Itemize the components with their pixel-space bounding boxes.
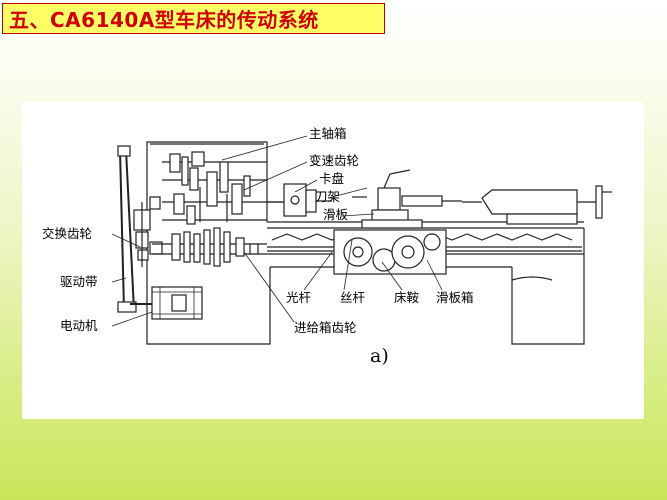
title-box: 五、CA6140A型车床的传动系统 [2, 3, 385, 34]
label-motor: 电动机 [60, 318, 98, 333]
label-bed-saddle: 床鞍 [394, 290, 419, 305]
tool-post [352, 169, 462, 229]
label-spindle-box: 主轴箱 [309, 126, 347, 141]
change-gear-group [133, 196, 163, 267]
apron-box [333, 229, 447, 275]
page-title: 五、CA6140A型车床的传动系统 [9, 8, 319, 32]
label-lead-screw: 丝杆 [340, 290, 366, 305]
drive-belt [117, 145, 137, 313]
label-apron: 滑板箱 [436, 290, 474, 305]
label-speed-gear: 变速齿轮 [309, 153, 359, 168]
spindle-box-gears [162, 151, 282, 225]
lathe-transmission-diagram: 主轴箱 变速齿轮 卡盘 刀架 滑板 交换齿轮 驱动带 电动机 光杆 丝杆 床鞍 … [42, 126, 612, 367]
figure-caption: a) [370, 345, 389, 367]
label-change-gear: 交换齿轮 [42, 226, 92, 241]
feed-box-gears [152, 227, 267, 267]
label-chuck: 卡盘 [319, 171, 344, 186]
label-tool-post: 刀架 [315, 189, 340, 204]
label-slide: 滑板 [323, 207, 349, 222]
label-feed-rod: 光杆 [286, 290, 312, 305]
chuck [267, 183, 332, 217]
label-belt: 驱动带 [60, 274, 98, 289]
leader-lines [111, 135, 443, 327]
tailstock [462, 185, 612, 225]
diagram-panel: 主轴箱 变速齿轮 卡盘 刀架 滑板 交换齿轮 驱动带 电动机 光杆 丝杆 床鞍 … [22, 102, 644, 419]
label-feed-box-gear: 进给箱齿轮 [294, 320, 357, 335]
electric-motor [130, 286, 203, 320]
